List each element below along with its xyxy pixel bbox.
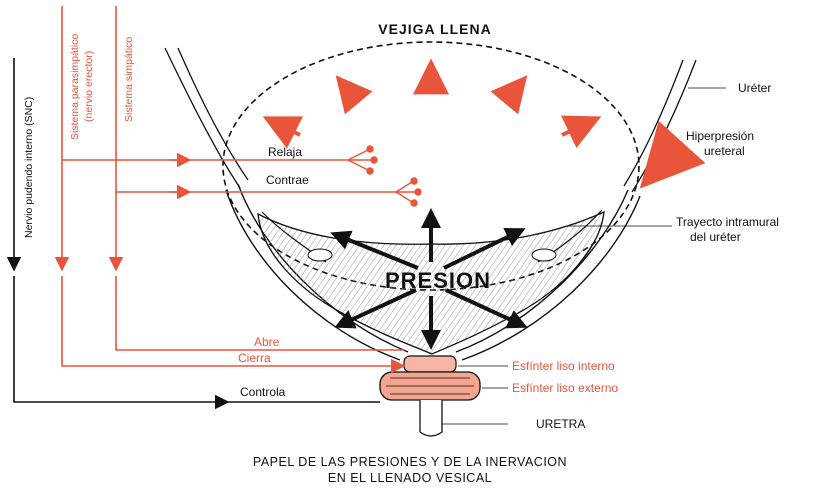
relaja-nerve-ending — [348, 146, 377, 174]
hyperpressure-sublabel: ureteral — [704, 144, 745, 158]
snc-nerve-label: Nervio pudendo interno (SNC) — [23, 97, 35, 238]
parasympathetic-sublabel: (nervio erector) — [83, 51, 95, 122]
diagram-title: VEJIGA LLENA — [378, 21, 491, 37]
abre-label: Abre — [254, 335, 280, 349]
intramural-ureter-sublabel: del uréter — [690, 230, 741, 244]
external-sphincter-label: Esfínter liso externo — [512, 381, 618, 395]
pressure-label: PRESION — [385, 268, 491, 293]
internal-sphincter — [404, 356, 456, 372]
controla-pathway — [14, 276, 228, 402]
left-ureteral-orifice — [308, 249, 332, 261]
ureter-label: Uréter — [738, 81, 771, 95]
caption-line-1: PAPEL DE LAS PRESIONES Y DE LA INERVACIO… — [253, 455, 567, 469]
contrae-label: Contrae — [266, 173, 309, 187]
controla-label: Controla — [240, 385, 286, 399]
expansion-arrows — [266, 62, 598, 135]
contrae-nerve-ending — [396, 178, 421, 206]
hyperpressure-label: Hiperpresión — [686, 129, 754, 143]
right-ureter — [624, 60, 696, 192]
sympathetic-label: Sistema simpático — [123, 37, 135, 122]
intramural-ureter-label: Trayecto intramural — [676, 215, 779, 229]
urethra — [420, 400, 442, 436]
right-ureteral-orifice — [532, 249, 556, 261]
relaja-label: Relaja — [268, 145, 302, 159]
internal-sphincter-label: Esfínter liso interno — [512, 359, 615, 373]
cierra-label: Cierra — [238, 351, 271, 365]
urethra-label: URETRA — [536, 417, 585, 431]
parasympathetic-label: Sistema parasimpático — [69, 34, 81, 140]
left-ureter — [165, 48, 248, 188]
caption-line-2: EN EL LLENADO VESICAL — [328, 471, 492, 485]
